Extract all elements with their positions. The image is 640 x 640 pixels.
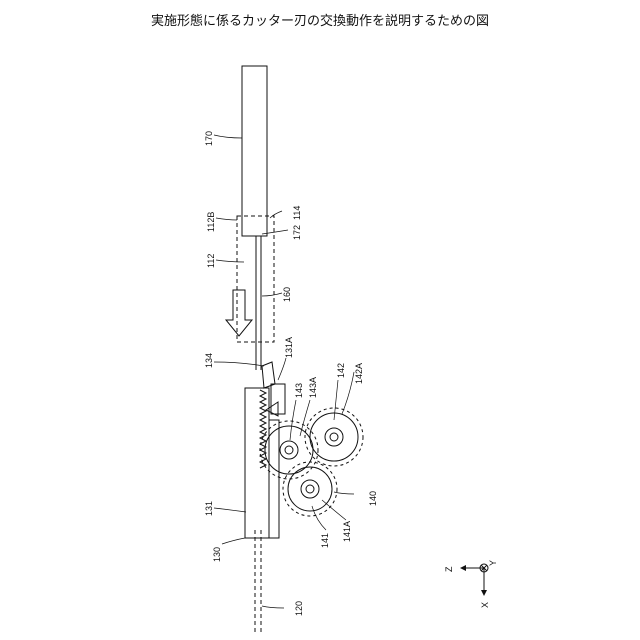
label-172: 172 [292,225,302,240]
label-170: 170 [204,131,214,146]
label-131: 131 [204,501,214,516]
label-142: 142 [336,363,346,378]
label-114: 114 [292,206,302,220]
axis-indicator: Z Y X [444,560,498,608]
label-131A: 131A [284,337,294,358]
label-160: 160 [282,287,292,302]
label-130: 130 [212,547,222,562]
label-143: 143 [294,383,304,398]
gear-141 [283,462,337,516]
axis-z-label: Z [444,566,454,572]
down-arrow-icon [226,290,252,336]
label-142A: 142A [354,363,364,384]
label-143A: 143A [308,377,318,398]
holder-170 [242,66,267,236]
label-141: 141 [320,533,330,548]
axis-y-label: Y [488,560,498,566]
label-140: 140 [368,491,378,506]
label-112B: 112B [206,212,216,232]
axis-x-label: X [480,602,490,608]
label-112: 112 [206,254,216,268]
label-134: 134 [204,353,214,368]
label-120: 120 [294,601,304,616]
label-141A: 141A [342,521,352,542]
